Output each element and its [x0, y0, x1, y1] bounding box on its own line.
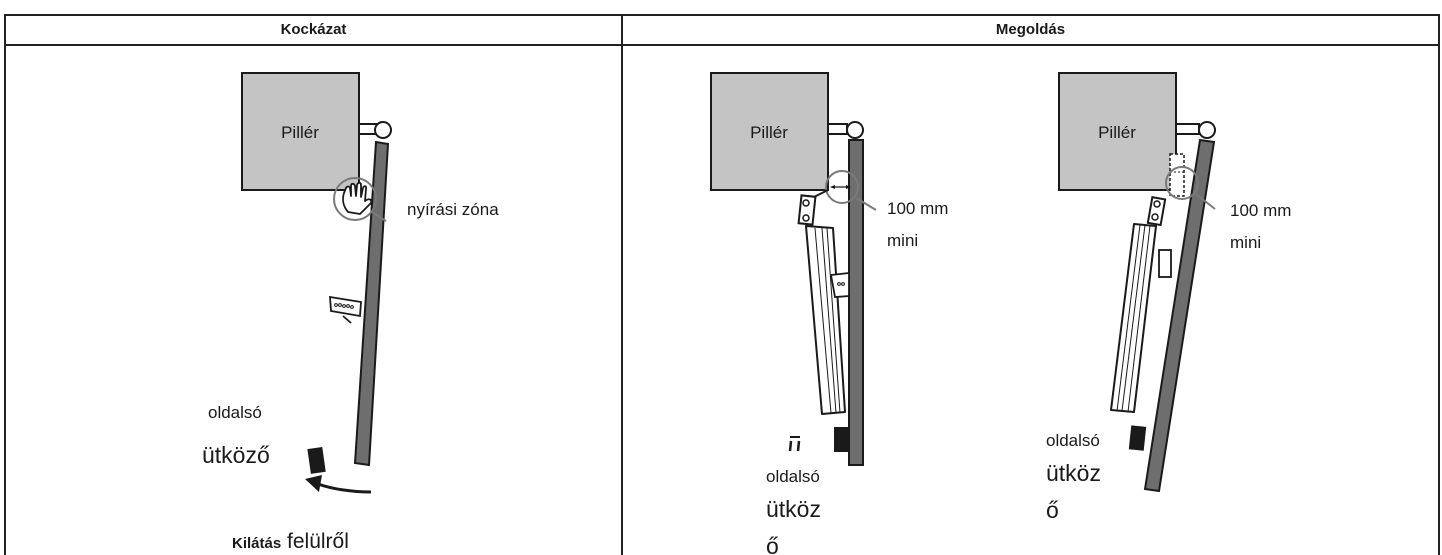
hinge [1175, 121, 1216, 139]
stop-label-line2: ütköz [766, 496, 821, 522]
pillar-box [710, 72, 829, 191]
comparison-table: Kockázat Megoldás [4, 14, 1440, 555]
distance-label-line1: 100 mm [887, 199, 948, 218]
stop-label-line3: ő [766, 533, 779, 555]
gate-operator-cylinder [805, 225, 846, 415]
pillar-label: Pillér [750, 123, 788, 142]
stop-label-line1: oldalsó [766, 467, 820, 486]
small-marks [788, 436, 801, 452]
side-stop-block [1128, 425, 1147, 451]
panel-risk: Pillér nyírási zóna oldalsó ütköző [202, 72, 499, 553]
stop-label-line1: oldalsó [208, 403, 262, 422]
pillar-label: Pillér [281, 123, 319, 142]
view-from-above-caption: Kilátás felülről [232, 530, 349, 553]
gate-operator-cylinder [1110, 223, 1157, 413]
hinge [358, 121, 392, 139]
pillar-box [1058, 72, 1177, 191]
side-stop-block [834, 427, 849, 452]
shear-zone-callout [333, 177, 387, 222]
operator-arm [1146, 153, 1185, 227]
distance-label-line2: mini [887, 231, 918, 250]
stop-label-line1: oldalsó [1046, 431, 1100, 450]
header-divider [6, 44, 1438, 46]
pillar-label: Pillér [1098, 123, 1136, 142]
header-solution: Megoldás [995, 21, 1066, 38]
distance-label-line1: 100 mm [1230, 201, 1291, 220]
side-stop-block [307, 447, 326, 474]
bracket-plate [829, 271, 850, 298]
gate-leaf [353, 140, 390, 467]
shear-zone-label: nyírási zóna [407, 200, 499, 219]
pillar-box [241, 72, 360, 191]
panel-solution-b: Pillér 100 mm mini oldalsó üt [1046, 72, 1291, 523]
header-risk: Kockázat [280, 21, 347, 38]
dashed-hidden-part [1169, 153, 1185, 197]
distance-callout [1165, 166, 1216, 210]
distance-callout [825, 170, 877, 211]
bracket-plate [1158, 249, 1172, 278]
hinge [827, 121, 864, 139]
stop-label-line2: ütköz [1046, 460, 1101, 486]
operator-arm [797, 189, 829, 226]
stop-label-line3: ő [1046, 497, 1059, 523]
column-divider [621, 16, 623, 555]
gate-leaf [848, 139, 864, 466]
panel-solution-a: Pillér 100 mm mini [710, 72, 948, 555]
gate-leaf [1143, 138, 1216, 493]
distance-label-line2: mini [1230, 233, 1261, 252]
stop-label-line2: ütköző [202, 442, 270, 468]
closing-arrow [305, 475, 372, 494]
bracket-plate [329, 295, 362, 324]
hand-icon [342, 181, 373, 215]
